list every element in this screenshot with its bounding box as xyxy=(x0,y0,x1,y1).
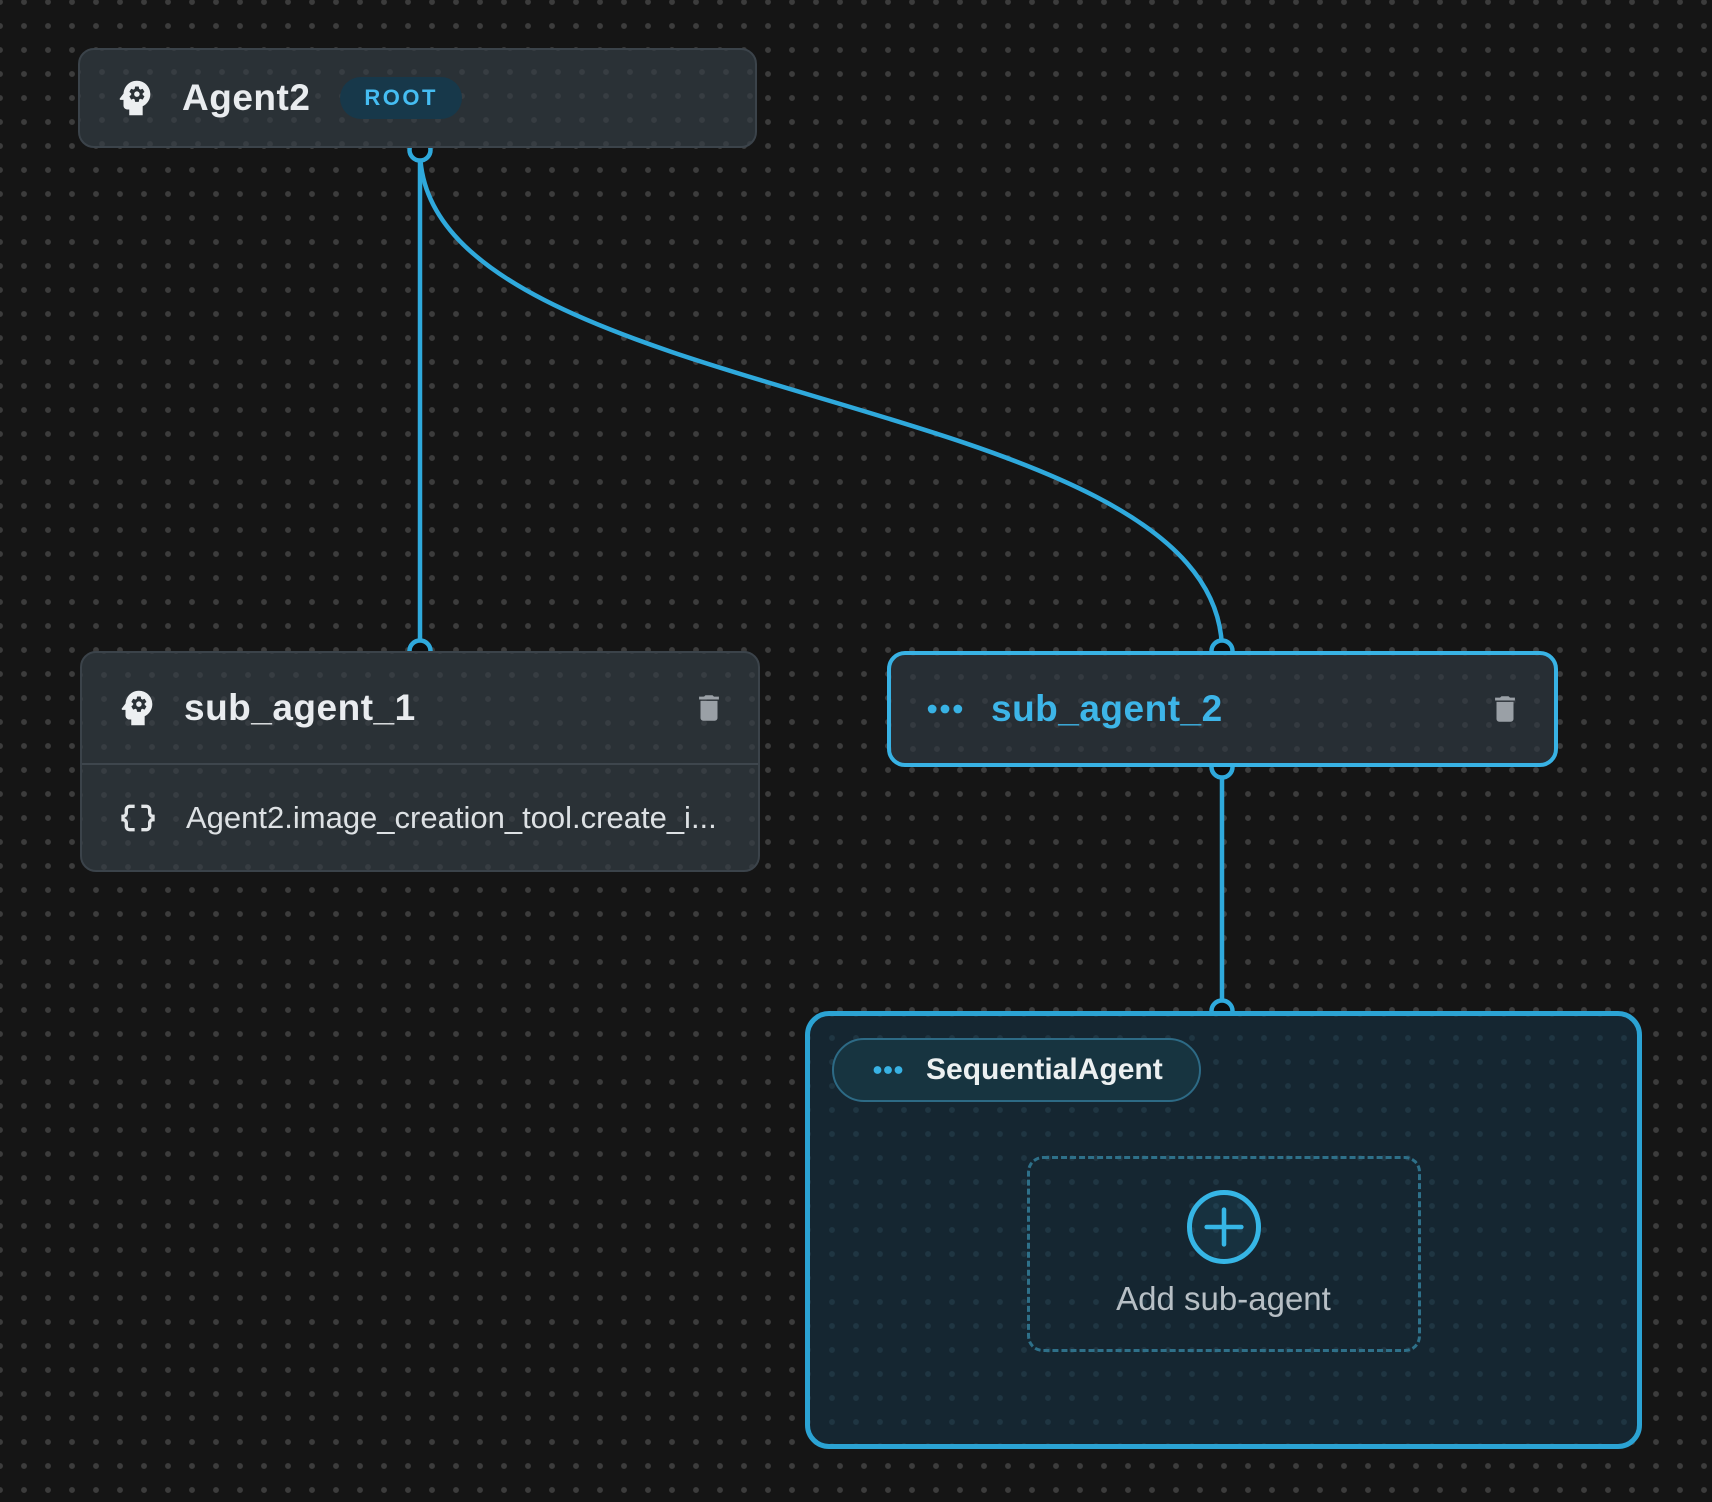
node-sub-agent-2-title: sub_agent_2 xyxy=(991,688,1223,729)
delete-sub-agent-1-button[interactable] xyxy=(692,691,726,725)
group-type-label: SequentialAgent xyxy=(926,1053,1163,1086)
node-sub-agent-1-title: sub_agent_1 xyxy=(184,687,416,728)
group-type-pill: SequentialAgent xyxy=(832,1038,1201,1102)
data-object-braces-icon xyxy=(118,798,158,838)
add-sub-agent-dropzone[interactable]: Add sub-agent xyxy=(1026,1156,1421,1352)
edge-agent2-to-sub-agent-2[interactable] xyxy=(417,149,1225,652)
node-agent2-title: Agent2 xyxy=(182,77,311,118)
tool-reference-label: Agent2.image_creation_tool.create_i... xyxy=(186,799,717,835)
plus-circle-icon[interactable] xyxy=(1186,1190,1261,1264)
add-sub-agent-label: Add sub-agent xyxy=(1116,1280,1331,1317)
node-sub-agent-2[interactable]: sub_agent_2 xyxy=(887,651,1558,767)
psychology-head-gear-icon xyxy=(112,75,158,121)
psychology-head-gear-icon xyxy=(114,685,160,731)
node-sub-agent-1[interactable]: sub_agent_1 Agent2.image_creation_tool.c… xyxy=(80,651,760,872)
trash-icon xyxy=(1488,692,1522,726)
node-agent2[interactable]: Agent2 ROOT xyxy=(78,48,757,148)
tool-row[interactable]: Agent2.image_creation_tool.create_i... xyxy=(82,765,758,870)
more-horiz-dots-icon xyxy=(923,687,967,731)
delete-sub-agent-2-button[interactable] xyxy=(1488,692,1522,726)
root-badge: ROOT xyxy=(340,77,462,119)
trash-icon xyxy=(692,691,726,725)
more-horiz-dots-icon xyxy=(870,1052,906,1088)
sequential-agent-group[interactable]: SequentialAgent Add sub-agent xyxy=(805,1011,1642,1449)
